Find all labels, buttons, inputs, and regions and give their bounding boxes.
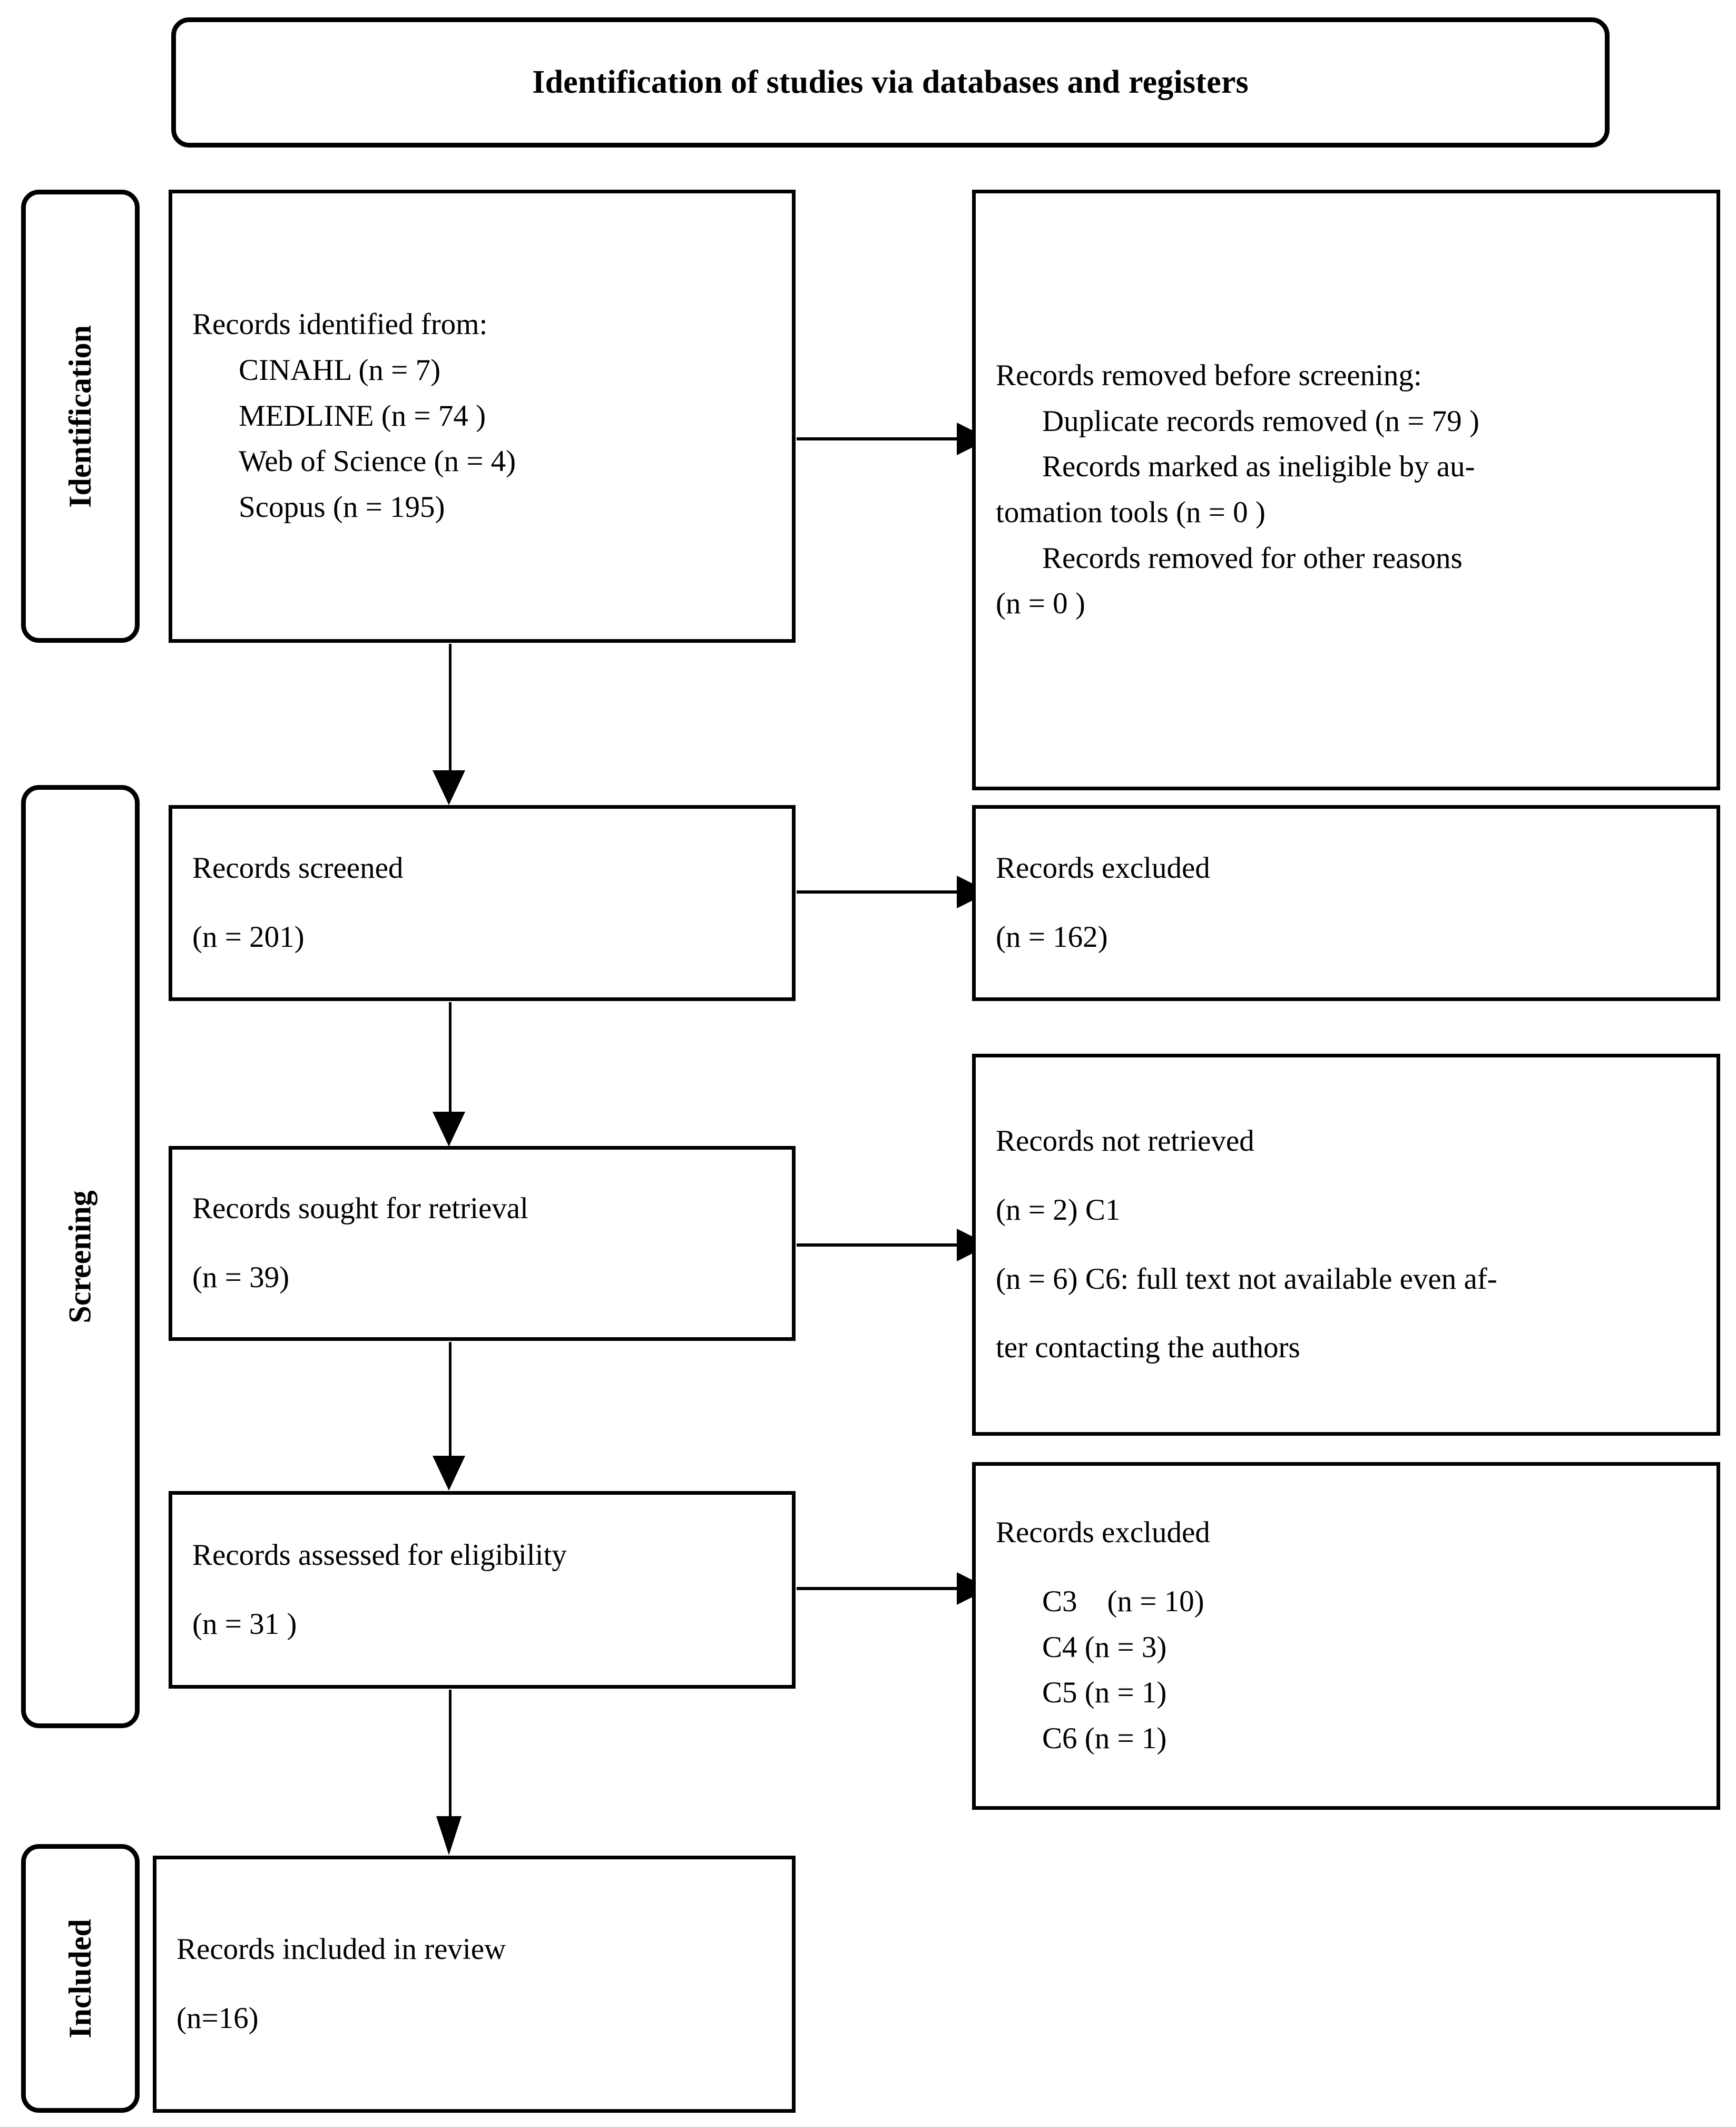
records-included-count: (n=16) <box>176 2002 259 2035</box>
records-excluded-eligibility-reason: C6 (n = 1) <box>1042 1721 1167 1755</box>
records-sought-count: (n = 39) <box>192 1261 290 1294</box>
box-records-sought-for-retrieval: Records sought for retrieval (n = 39) <box>169 1146 796 1341</box>
records-excluded-eligibility-reason: C4 (n = 3) <box>1042 1630 1167 1664</box>
records-identified-item: CINAHL (n = 7) <box>239 354 441 387</box>
records-screened-count: (n = 201) <box>192 920 305 954</box>
stage-rail-included: Included <box>21 1844 140 2113</box>
records-removed-item: tomation tools (n = 0 ) <box>996 496 1266 529</box>
records-excluded-eligibility-reason: C5 (n = 1) <box>1042 1676 1167 1710</box>
box-records-removed-before-screening: Records removed before screening: Duplic… <box>972 190 1720 790</box>
box-records-assessed-for-eligibility: Records assessed for eligibility (n = 31… <box>169 1491 796 1689</box>
records-removed-item: Records marked as ineligible by au- <box>1042 450 1475 484</box>
records-excluded-screening-count: (n = 162) <box>996 920 1108 954</box>
records-screened-heading: Records screened <box>192 851 404 885</box>
records-identified-item: MEDLINE (n = 74 ) <box>239 399 486 433</box>
records-identified-heading: Records identified from: <box>192 308 488 341</box>
records-removed-item: Records removed for other reasons <box>1042 541 1463 575</box>
records-assessed-heading: Records assessed for eligibility <box>192 1538 567 1572</box>
diagram-title-box: Identification of studies via databases … <box>171 17 1610 148</box>
records-removed-item: (n = 0 ) <box>996 587 1085 621</box>
records-sought-heading: Records sought for retrieval <box>192 1192 528 1226</box>
stage-label-included: Included <box>63 1918 98 2038</box>
stage-label-identification: Identification <box>63 325 98 508</box>
box-records-identified: Records identified from: CINAHL (n = 7) … <box>169 190 796 643</box>
records-excluded-eligibility-heading: Records excluded <box>996 1516 1210 1550</box>
records-excluded-eligibility-reason: C3 (n = 10) <box>1042 1585 1204 1619</box>
box-records-excluded-screening: Records excluded (n = 162) <box>972 805 1720 1001</box>
records-excluded-screening-heading: Records excluded <box>996 851 1210 885</box>
records-removed-item: Duplicate records removed (n = 79 ) <box>1042 404 1479 438</box>
records-identified-item: Scopus (n = 195) <box>239 490 445 524</box>
stage-rail-screening: Screening <box>21 785 140 1728</box>
records-identified-item: Web of Science (n = 4) <box>239 445 516 478</box>
box-records-not-retrieved: Records not retrieved (n = 2) C1 (n = 6)… <box>972 1054 1720 1436</box>
box-records-included-in-review: Records included in review (n=16) <box>153 1856 796 2113</box>
records-assessed-count: (n = 31 ) <box>192 1607 297 1641</box>
records-not-retrieved-line: (n = 2) C1 <box>996 1193 1121 1227</box>
stage-label-screening: Screening <box>63 1190 97 1324</box>
records-not-retrieved-heading: Records not retrieved <box>996 1124 1254 1158</box>
box-records-screened: Records screened (n = 201) <box>169 805 796 1001</box>
stage-rail-identification: Identification <box>21 190 140 643</box>
records-not-retrieved-line: ter contacting the authors <box>996 1331 1300 1365</box>
box-records-excluded-eligibility: Records excluded C3 (n = 10) C4 (n = 3) … <box>972 1462 1720 1810</box>
records-included-heading: Records included in review <box>176 1933 506 1966</box>
records-removed-heading: Records removed before screening: <box>996 359 1422 393</box>
diagram-title: Identification of studies via databases … <box>532 64 1249 101</box>
records-not-retrieved-line: (n = 6) C6: full text not available even… <box>996 1262 1497 1296</box>
